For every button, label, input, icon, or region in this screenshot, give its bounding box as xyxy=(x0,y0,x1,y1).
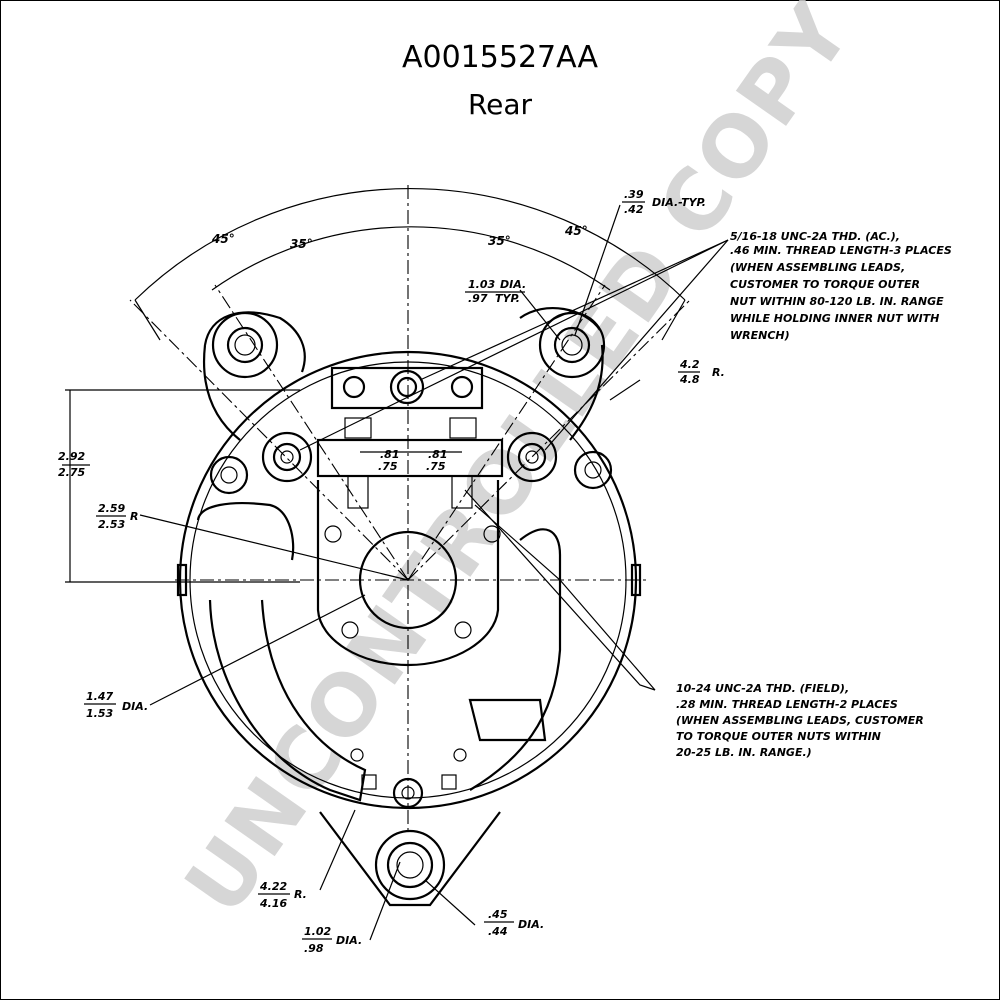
ac-note-line: (WHEN ASSEMBLING LEADS, xyxy=(730,261,905,274)
pivot-hole-suffix: DIA. xyxy=(518,918,544,931)
mount-ear-left xyxy=(211,311,279,379)
pivot-dia-top: 1.02 xyxy=(304,925,331,938)
spacing-left-top: .81 xyxy=(380,448,400,461)
field-note-line: .28 MIN. THREAD LENGTH-2 PLACES xyxy=(676,698,898,711)
small-r-top: 4.2 xyxy=(679,358,700,371)
radius-bottom: 2.53 xyxy=(98,518,125,531)
ac-note-line: NUT WITHIN 80-120 LB. IN. RANGE xyxy=(730,295,944,308)
radius-suffix: R xyxy=(130,510,138,523)
housing xyxy=(176,307,642,810)
field-note-line: TO TORQUE OUTER NUTS WITHIN xyxy=(676,730,881,743)
ac-note-line: CUSTOMER TO TORQUE OUTER xyxy=(730,278,920,291)
bore-suffix: DIA. xyxy=(122,700,148,713)
leader-lines xyxy=(139,204,729,941)
small-r-suffix: R. xyxy=(712,366,725,379)
ac-stud-right xyxy=(506,431,558,483)
side-boss-left xyxy=(209,455,249,495)
center-lines xyxy=(129,185,691,830)
ac-note-line: WHILE HOLDING INNER NUT WITH xyxy=(730,312,939,325)
spacing-right-top: .81 xyxy=(428,448,448,461)
ac-note-line: WRENCH) xyxy=(730,329,790,342)
watermark: UNCONTROLLED COPY xyxy=(166,0,870,931)
ac-note-line: .46 MIN. THREAD LENGTH-3 PLACES xyxy=(730,244,952,257)
angle-right-outer: 45° xyxy=(564,224,588,238)
boss-dia-top: 1.03 xyxy=(468,278,495,291)
pivot-hole-bottom: .44 xyxy=(488,925,508,938)
pivot-hole-top: .45 xyxy=(488,908,508,921)
bore-bottom: 1.53 xyxy=(86,707,113,720)
ac-stud-left xyxy=(261,431,313,483)
height-top: 2.92 xyxy=(58,450,85,463)
radius-top: 2.59 xyxy=(98,502,125,515)
angle-right-inner: 35° xyxy=(488,234,511,248)
boss-dia-bottom-suffix: TYP. xyxy=(495,292,520,305)
pivot-dia-suffix: DIA. xyxy=(336,934,362,947)
height-bottom: 2.75 xyxy=(58,466,85,479)
mount-hole-top: .39 xyxy=(624,188,644,201)
part-number: A0015527AA xyxy=(401,40,598,75)
boss-dia-bottom: .97 xyxy=(468,292,488,305)
angle-arcs xyxy=(134,188,686,341)
small-r-bottom: 4.8 xyxy=(679,373,700,386)
pivot-r-suffix: R. xyxy=(294,888,307,901)
center-bearing-boss xyxy=(196,480,562,809)
field-note-line: 20-25 LB. IN. RANGE.) xyxy=(676,746,812,759)
field-note-line: 10-24 UNC-2A THD. (FIELD), xyxy=(676,682,849,695)
pivot-r-top: 4.22 xyxy=(259,880,287,893)
boss-dia-top-suffix: DIA. xyxy=(500,278,526,291)
side-boss-right xyxy=(573,450,613,490)
bore-top: 1.47 xyxy=(86,690,113,703)
height-dimension xyxy=(62,389,300,583)
spacing-right-bottom: .75 xyxy=(426,460,446,473)
view-label: Rear xyxy=(467,88,533,121)
pivot-lug xyxy=(319,811,501,907)
pivot-dia-bottom: .98 xyxy=(304,942,324,955)
angle-left-outer: 45° xyxy=(211,232,235,246)
field-stud-note: 10-24 UNC-2A THD. (FIELD), .28 MIN. THRE… xyxy=(676,682,924,759)
mount-ear-right xyxy=(538,311,606,379)
terminal-block xyxy=(316,366,504,509)
spacing-left-bottom: .75 xyxy=(378,460,398,473)
mount-hole-bottom: .42 xyxy=(624,203,644,216)
ac-note-line: 5/16-18 UNC-2A THD. (AC.), xyxy=(730,230,900,243)
pivot-r-bottom: 4.16 xyxy=(259,897,287,910)
ac-stud-note: 5/16-18 UNC-2A THD. (AC.), .46 MIN. THRE… xyxy=(730,230,952,342)
mount-hole-suffix: DIA.-TYP. xyxy=(652,196,706,209)
angle-left-inner: 35° xyxy=(290,237,313,251)
field-note-line: (WHEN ASSEMBLING LEADS, CUSTOMER xyxy=(676,714,924,727)
